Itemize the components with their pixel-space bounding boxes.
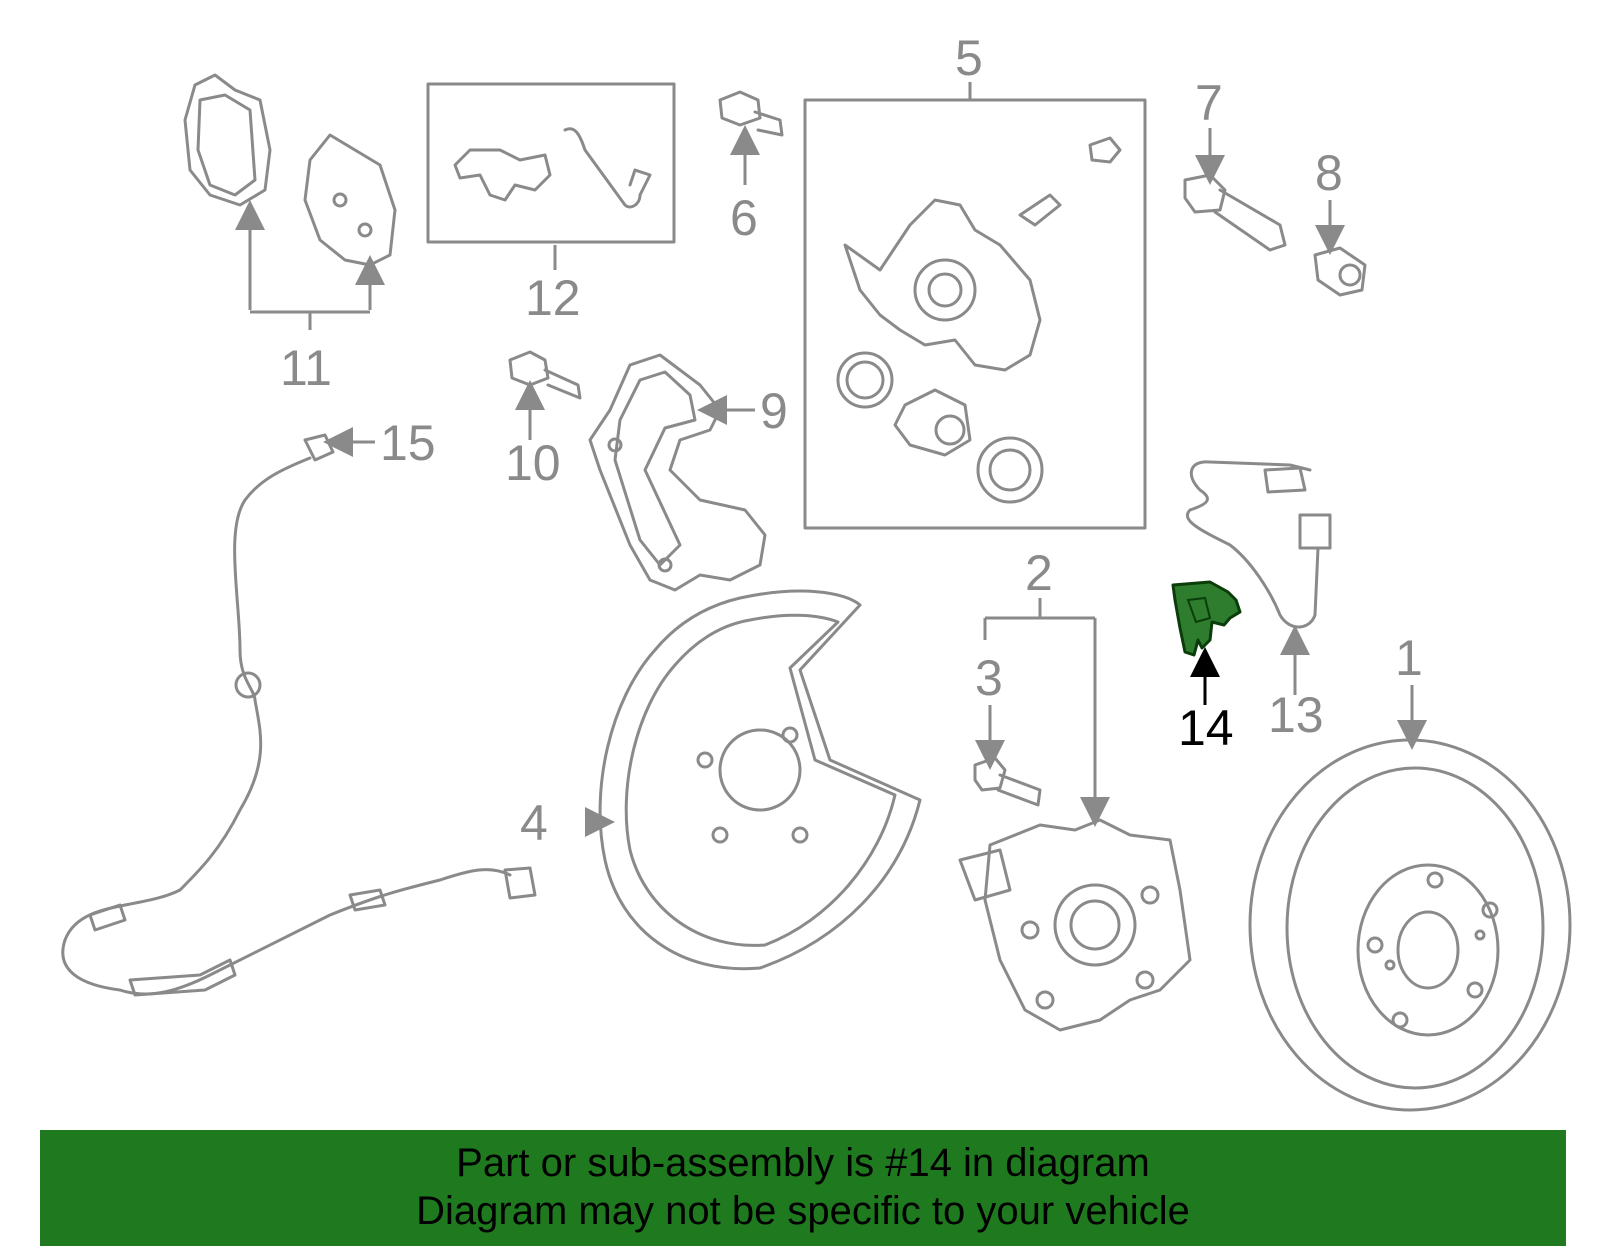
hub-bolt-part-3[interactable]: 3 bbox=[973, 650, 1042, 807]
label-4: 4 bbox=[520, 795, 548, 851]
caliper-bracket-part-9[interactable]: 9 bbox=[588, 353, 788, 592]
hardware-kit-part-12[interactable]: 12 bbox=[426, 82, 676, 326]
label-9: 9 bbox=[760, 383, 788, 439]
hub-assembly-part-2[interactable]: 2 bbox=[958, 545, 1192, 1032]
caliper-assembly-part-5[interactable]: 5 bbox=[803, 30, 1147, 530]
banner-line-2: Diagram may not be specific to your vehi… bbox=[416, 1189, 1190, 1233]
clip-part-14-highlighted[interactable]: 14 bbox=[1171, 580, 1242, 756]
bolt-part-10[interactable]: 10 bbox=[505, 350, 582, 491]
dust-shield-part-4[interactable]: 4 bbox=[520, 589, 922, 971]
label-2: 2 bbox=[1025, 545, 1053, 601]
label-1: 1 bbox=[1395, 630, 1423, 686]
label-15: 15 bbox=[380, 415, 436, 471]
label-10: 10 bbox=[505, 435, 561, 491]
label-11: 11 bbox=[280, 340, 332, 396]
label-13: 13 bbox=[1268, 687, 1324, 743]
label-5: 5 bbox=[955, 30, 983, 86]
label-8: 8 bbox=[1315, 145, 1343, 201]
label-6: 6 bbox=[730, 190, 758, 246]
parts-diagram: 11 12 6 5 7 8 bbox=[61, 30, 1572, 1112]
brake-rotor-part-1[interactable]: 1 bbox=[1248, 630, 1572, 1112]
abs-sensor-part-15[interactable]: 15 bbox=[61, 415, 537, 997]
label-3: 3 bbox=[975, 650, 1003, 706]
brake-pads-part-11[interactable]: 11 bbox=[183, 73, 397, 396]
guide-pin-part-7[interactable]: 7 bbox=[1183, 75, 1287, 252]
label-12: 12 bbox=[525, 270, 581, 326]
label-7: 7 bbox=[1195, 75, 1223, 131]
sensor-wire-part-13[interactable]: 13 bbox=[1186, 460, 1332, 743]
label-14: 14 bbox=[1178, 700, 1234, 756]
bolt-part-6[interactable]: 6 bbox=[718, 90, 784, 246]
boot-part-8[interactable]: 8 bbox=[1313, 145, 1367, 297]
banner-line-1: Part or sub-assembly is #14 in diagram bbox=[456, 1141, 1150, 1185]
info-banner: Part or sub-assembly is #14 in diagram D… bbox=[40, 1130, 1566, 1246]
